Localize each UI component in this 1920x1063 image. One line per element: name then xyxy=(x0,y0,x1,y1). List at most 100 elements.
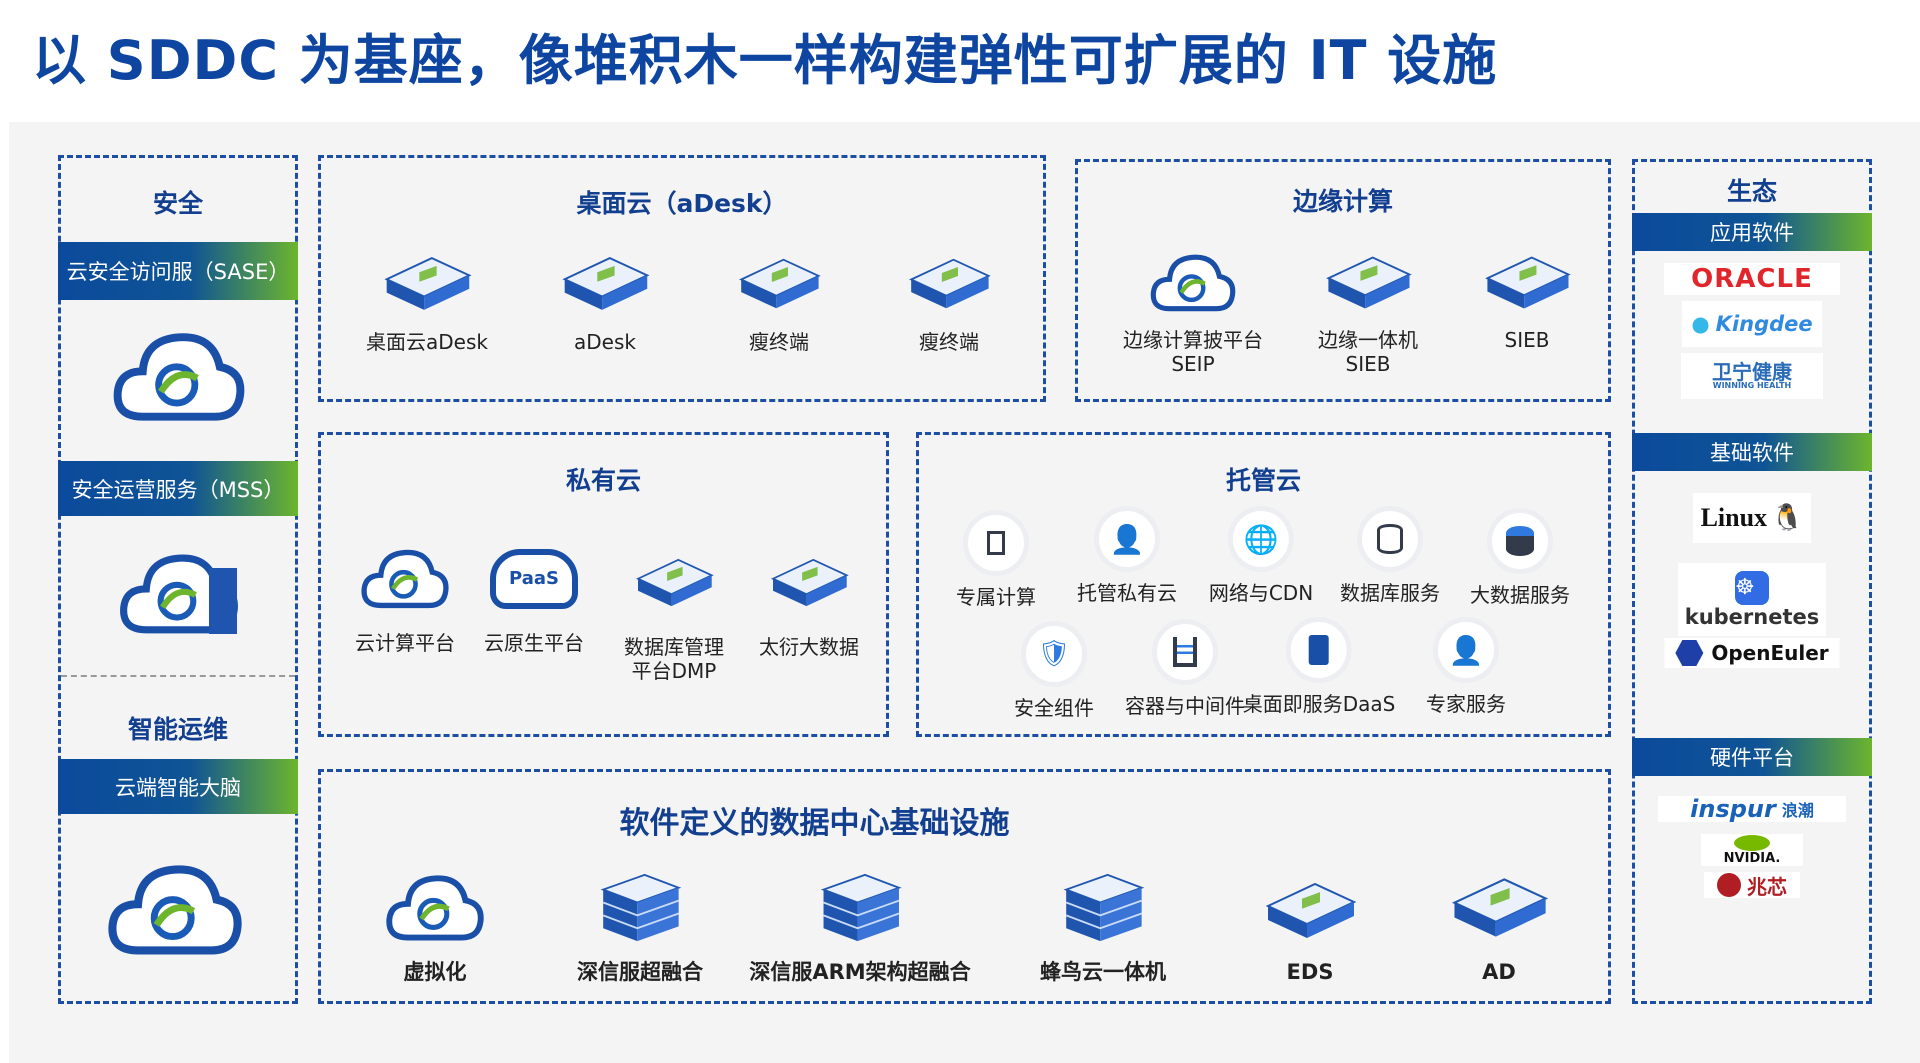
item-label: 桌面即服务DaaS xyxy=(1242,692,1396,716)
managed-item[interactable]: 容器与中间件 xyxy=(1125,624,1245,718)
item-label: 数据库管理 xyxy=(624,635,724,659)
ad-icon xyxy=(1446,870,1552,946)
hummingbird-hci-icon xyxy=(1057,870,1149,946)
edge-platform-icon xyxy=(1148,250,1238,316)
edge-item[interactable]: SIEB xyxy=(1477,250,1577,352)
item-label: 瘦终端 xyxy=(749,330,809,354)
nvidia-text: NVIDIA. xyxy=(1723,850,1781,866)
desktop-cloud-panel: 桌面云（aDesk） 桌面云aDesk aDesk 瘦终端 瘦终端 xyxy=(318,155,1046,402)
openeuler-icon xyxy=(1675,640,1704,666)
sddc-item[interactable]: EDS xyxy=(1260,876,1360,985)
desktop-icon xyxy=(1290,622,1347,678)
item-label: 深信服超融合 xyxy=(577,960,703,984)
linux-logo: Linux🐧 xyxy=(1693,493,1811,543)
inspur-text: inspur xyxy=(1690,795,1776,823)
eds-icon xyxy=(1260,876,1360,946)
oracle-logo: ORACLE xyxy=(1664,263,1840,295)
inspur-logo: inspur 浪潮 xyxy=(1658,795,1846,823)
openeuler-logo: OpenEuler xyxy=(1664,638,1840,668)
thin-client-icon xyxy=(904,250,994,318)
nvidia-eye-icon xyxy=(1734,834,1770,851)
inspur-cn-text: 浪潮 xyxy=(1781,801,1814,820)
sase-bar[interactable]: 云安全访问服（SASE） xyxy=(58,242,298,300)
item-label-2: 平台DMP xyxy=(631,659,717,683)
sddc-item[interactable]: 深信服ARM架构超融合 xyxy=(749,870,971,985)
hci-icon xyxy=(594,870,686,946)
cloud-security-icon xyxy=(109,326,249,428)
sieb-icon xyxy=(1477,250,1577,316)
shield-icon: 🛡 xyxy=(1026,626,1082,682)
hardware-bar[interactable]: 硬件平台 xyxy=(1632,738,1872,776)
page-title: 以 SDDC 为基座，像堆积木一样构建弹性可扩展的 IT 设施 xyxy=(32,29,1498,92)
server-icon xyxy=(968,515,1024,571)
private-item[interactable]: 数据库管理平台DMP xyxy=(624,553,724,683)
desktop-item[interactable]: 桌面云aDesk xyxy=(366,250,488,354)
dmp-server-icon xyxy=(631,553,717,613)
managed-item[interactable]: 桌面即服务DaaS xyxy=(1242,622,1396,716)
item-label: 托管私有云 xyxy=(1077,581,1177,605)
cloud-brain-icon xyxy=(105,858,245,962)
sddc-title: 软件定义的数据中心基础设施 xyxy=(619,806,1010,841)
edge-title: 边缘计算 xyxy=(1292,187,1393,216)
kingdee-logo: ●Kingdee xyxy=(1682,301,1822,347)
sddc-item[interactable]: AD xyxy=(1446,870,1552,985)
desktop-item[interactable]: aDesk xyxy=(557,250,653,354)
kubernetes-logo: ☸kubernetes xyxy=(1678,563,1826,636)
bigdata-icon xyxy=(1492,513,1548,569)
mss-bar[interactable]: 安全运营服务（MSS） xyxy=(58,461,298,516)
managed-item[interactable]: 🌐网络与CDN xyxy=(1209,511,1313,605)
database-icon xyxy=(1362,511,1418,567)
globe-icon: 🌐 xyxy=(1232,511,1289,567)
desktop-item[interactable]: 瘦终端 xyxy=(734,250,824,354)
private-cloud-title: 私有云 xyxy=(565,466,641,495)
linux-text: Linux xyxy=(1700,503,1768,532)
item-label: 边缘一体机 xyxy=(1318,328,1418,352)
divider xyxy=(61,675,295,677)
item-label: 安全组件 xyxy=(1014,696,1094,720)
security-title: 安全 xyxy=(152,189,203,218)
device-icon xyxy=(557,250,653,318)
winning-en-text: WINNING HEALTH xyxy=(1712,381,1792,390)
item-label-2: SIEB xyxy=(1345,352,1391,376)
managed-cloud-panel: 托管云 专属计算 👤托管私有云 🌐网络与CDN 数据库服务 大数据服务 🛡安全组… xyxy=(916,432,1611,737)
desktop-item[interactable]: 瘦终端 xyxy=(904,250,994,354)
desktop-cloud-title: 桌面云（aDesk） xyxy=(576,189,788,218)
item-label: EDS xyxy=(1286,960,1334,984)
bigdata-server-icon xyxy=(766,553,852,613)
managed-item[interactable]: 专属计算 xyxy=(956,515,1036,609)
item-label: 容器与中间件 xyxy=(1125,694,1245,718)
item-label: 深信服ARM架构超融合 xyxy=(749,960,971,984)
tux-icon: 🐧 xyxy=(1771,503,1804,532)
managed-item[interactable]: 👤 托管私有云 xyxy=(1077,511,1177,605)
app-software-bar[interactable]: 应用软件 xyxy=(1632,213,1872,251)
managed-item[interactable]: 大数据服务 xyxy=(1470,513,1570,607)
item-label: 云计算平台 xyxy=(355,631,455,655)
openeuler-text: OpenEuler xyxy=(1711,641,1829,665)
zhaoxin-logo: 兆芯 xyxy=(1704,872,1800,899)
sddc-item[interactable]: 深信服超融合 xyxy=(577,870,703,985)
sddc-item[interactable]: 虚拟化 xyxy=(380,870,490,985)
cloud-brain-bar[interactable]: 云端智能大脑 xyxy=(58,759,298,814)
item-label: 数据库服务 xyxy=(1340,581,1440,605)
managed-item[interactable]: 🛡 安全组件 xyxy=(1014,626,1094,720)
item-label: 瘦终端 xyxy=(919,330,979,354)
winning-text: 卫宁健康 xyxy=(1712,360,1792,384)
item-label: 虚拟化 xyxy=(403,960,467,984)
item-label: 太衍大数据 xyxy=(759,635,859,659)
private-item[interactable]: 太衍大数据 xyxy=(759,553,859,659)
item-label: SIEB xyxy=(1504,328,1550,352)
edge-appliance-icon xyxy=(1318,250,1418,316)
base-software-bar[interactable]: 基础软件 xyxy=(1632,433,1872,471)
managed-item[interactable]: 数据库服务 xyxy=(1340,511,1440,605)
kingdee-text: Kingdee xyxy=(1715,312,1813,336)
sddc-item[interactable]: 蜂鸟云一体机 xyxy=(1040,870,1166,985)
item-label: AD xyxy=(1482,960,1516,984)
private-item[interactable]: 云计算平台 xyxy=(355,545,455,655)
user-icon: 👤 xyxy=(1099,511,1155,567)
managed-item[interactable]: 👤专家服务 xyxy=(1426,622,1506,716)
item-label: 边缘计算披平台 xyxy=(1123,328,1263,352)
